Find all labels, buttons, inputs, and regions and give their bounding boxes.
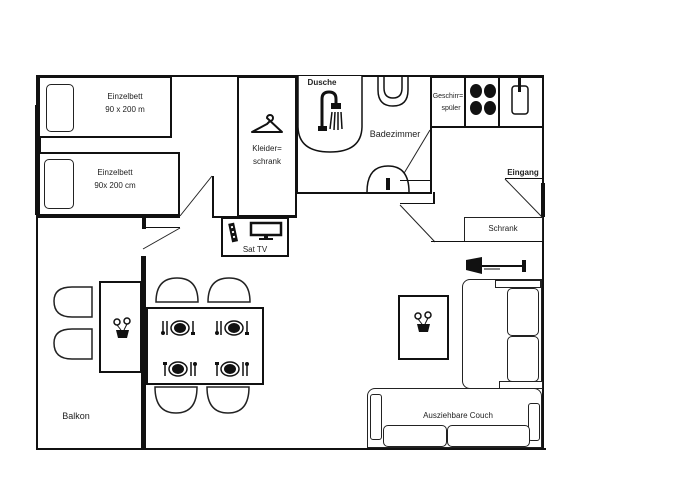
wardrobe-label-1: Kleider=: [252, 144, 282, 153]
bed-1: Einzelbett 90 x 200 m: [38, 76, 172, 138]
bath-ledge: [400, 203, 435, 204]
couch-arm-left: [370, 394, 382, 440]
cabinet-label: Schrank: [488, 224, 518, 233]
couch-cushion-left: [383, 425, 447, 447]
sofa-side: [462, 279, 543, 389]
remote-icon: [228, 222, 239, 243]
outer-wall-right-bottom: [542, 217, 544, 450]
outer-wall-right-top: [542, 75, 544, 183]
dishwasher-label-2: spüler: [441, 105, 461, 112]
dining-chair-top-1: [155, 277, 199, 303]
shower-label: Dusche: [307, 78, 337, 87]
balcony-table: [99, 281, 142, 373]
dishwasher: Geschirr= spüler: [430, 76, 466, 128]
bedroom-wall-bottom: [38, 216, 180, 218]
couch-label: Ausziehbare Couch: [423, 411, 493, 420]
place-setting-icon: [215, 320, 249, 336]
couch-cushion-right: [447, 425, 530, 447]
wardrobe: Kleider= schrank: [237, 76, 297, 217]
shower-area: [297, 76, 363, 153]
bed-2: Einzelbett 90x 200 cm: [38, 152, 180, 216]
bathroom-wall-left: [296, 76, 298, 194]
entrance-label: Eingang: [507, 168, 539, 177]
plant-icon: [113, 317, 131, 338]
bathroom-label: Badezimmer: [369, 129, 421, 139]
hanger-icon: [251, 114, 283, 133]
sofa-cushion-1: [507, 288, 539, 336]
entrance-door-jamb: [541, 183, 545, 217]
place-setting-icon: [161, 320, 195, 336]
stove: [464, 76, 500, 128]
fridge-counter: [498, 76, 544, 128]
fridge-icon: [511, 78, 529, 115]
bed-2-size: 90x 200 cm: [94, 181, 136, 190]
bedroom-door-post: [142, 217, 146, 229]
plant-icon: [414, 311, 432, 332]
hall-wall-left: [212, 176, 214, 218]
balcony-chair-1: [53, 286, 93, 318]
pull-out-couch: Ausziehbare Couch: [367, 388, 542, 448]
place-setting-icon: [215, 361, 249, 377]
dishwasher-label-1: Geschirr=: [432, 93, 464, 100]
shower-icon: [318, 90, 343, 131]
tv-stand: Sat TV: [221, 217, 289, 257]
dining-chair-top-2: [207, 277, 251, 303]
balcony-wall: [141, 256, 146, 450]
balcony-label: Balkon: [62, 411, 90, 421]
sink-icon: [366, 165, 410, 193]
entrance-ledge: [505, 178, 543, 179]
coffee-table: [398, 295, 449, 360]
cabinet-base: [431, 241, 543, 242]
tv-label: Sat TV: [242, 245, 268, 254]
bathroom-wall-bottom: [296, 192, 432, 194]
stove-icon: [470, 84, 496, 115]
kitchen-ledge: [400, 180, 432, 181]
bedroom-door-ledge: [145, 227, 180, 228]
outer-wall-left: [36, 75, 38, 449]
couch-arm-right: [528, 403, 540, 441]
bed-1-size: 90 x 200 m: [105, 105, 145, 114]
balcony-chair-2: [53, 328, 93, 360]
sofa-cushion-2: [507, 336, 539, 382]
cabinet: Schrank: [464, 217, 543, 242]
kitchen-wall-left: [430, 126, 432, 182]
wardrobe-label-2: schrank: [252, 157, 281, 166]
bathroom-wall-right: [430, 180, 432, 194]
dining-chair-bottom-2: [206, 386, 250, 414]
bed-2-pillow: [44, 159, 74, 209]
bed-1-title: Einzelbett: [107, 92, 143, 101]
floor-lamp-icon: [466, 257, 526, 274]
outer-wall-bottom: [36, 448, 546, 450]
tv-icon: [249, 221, 283, 240]
dining-table: [146, 307, 264, 385]
bed-1-pillow: [46, 84, 74, 132]
bed-2-title: Einzelbett: [97, 168, 133, 177]
bath-door-post: [433, 192, 435, 204]
toilet-icon: [377, 76, 409, 107]
place-setting-icon: [163, 361, 197, 377]
sofa-arm-top: [495, 280, 541, 288]
dining-chair-bottom-1: [154, 386, 198, 414]
